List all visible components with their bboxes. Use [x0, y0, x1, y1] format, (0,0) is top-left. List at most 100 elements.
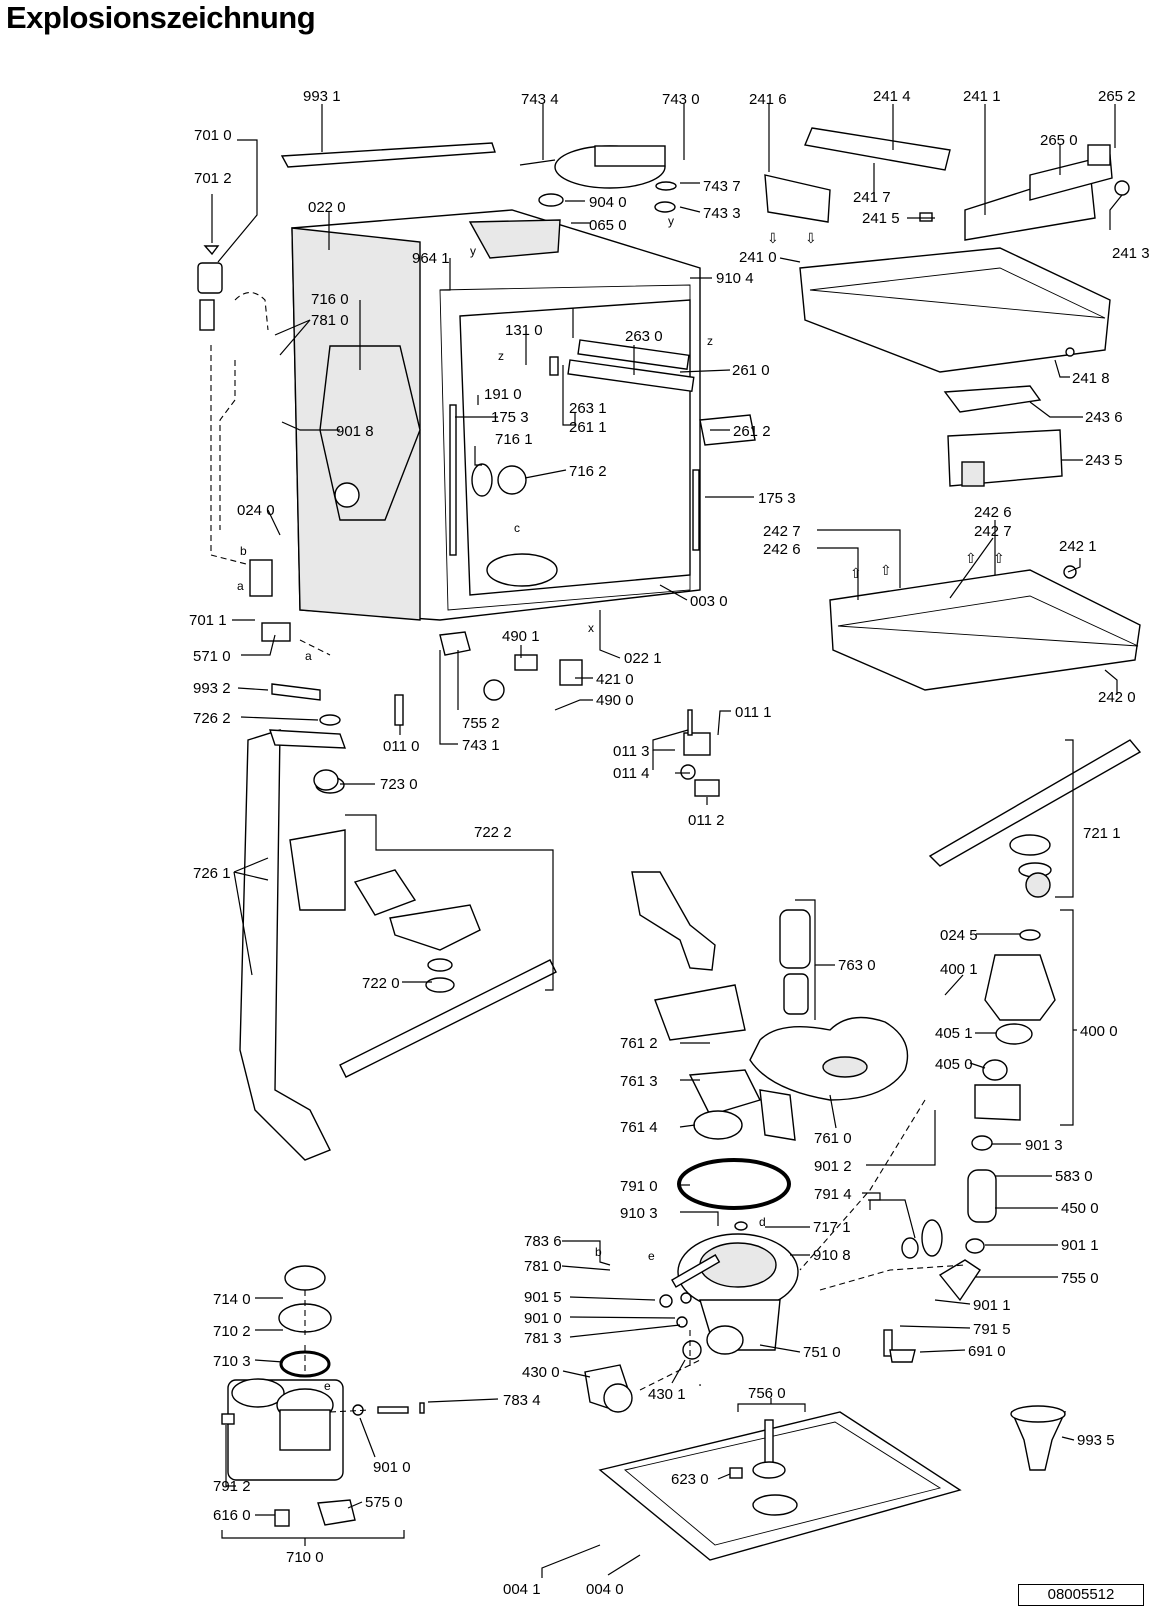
assembly-letter-markers: b a a x c z z y y b e d e ⇩ ⇩ ⇧ ⇧ ⇧ ⇧ [237, 214, 1005, 1393]
callout-label: 993 1 [303, 88, 341, 105]
callout-label: 755 2 [462, 715, 500, 732]
callout-label: 004 0 [586, 1581, 624, 1598]
callout-label: 575 0 [365, 1494, 403, 1511]
callout-label: 242 7 [974, 523, 1012, 540]
callout-label: 241 4 [873, 88, 911, 105]
callout-label: 993 5 [1077, 1432, 1115, 1449]
callout-label: 571 0 [193, 648, 231, 665]
callout-label: 131 0 [505, 322, 543, 339]
callout-label: 242 6 [763, 541, 801, 558]
callout-label: 022 0 [308, 199, 346, 216]
assembly-guide-lines [210, 291, 966, 1413]
callout-label: 791 5 [973, 1321, 1011, 1338]
callout-label: 901 8 [336, 423, 374, 440]
svg-text:⇧: ⇧ [850, 565, 862, 581]
callout-label: 781 0 [311, 312, 349, 329]
callout-label: 011 1 [735, 704, 771, 721]
callout-label: 191 0 [484, 386, 522, 403]
callout-label: 726 2 [193, 710, 231, 727]
callout-label: 722 2 [474, 824, 512, 841]
callout-label: 781 3 [524, 1330, 562, 1347]
callout-label: 910 3 [620, 1205, 658, 1222]
callout-label: 743 7 [703, 178, 741, 195]
svg-text:⇧: ⇧ [993, 550, 1005, 566]
callout-label: 430 0 [522, 1364, 560, 1381]
svg-text:z: z [498, 349, 504, 363]
svg-text:⇧: ⇧ [965, 550, 977, 566]
svg-text:y: y [470, 244, 476, 258]
callout-label: 763 0 [838, 957, 876, 974]
callout-label: 242 6 [974, 504, 1012, 521]
callout-label: 242 7 [763, 523, 801, 540]
callout-label: 024 5 [940, 927, 978, 944]
callout-label: 241 0 [739, 249, 777, 266]
callout-label: 901 3 [1025, 1137, 1063, 1154]
callout-label: 783 4 [503, 1392, 541, 1409]
callout-label: 791 4 [814, 1186, 852, 1203]
svg-text:⇩: ⇩ [767, 230, 779, 246]
callout-label: 722 0 [362, 975, 400, 992]
callout-label: 691 0 [968, 1343, 1006, 1360]
callout-label: 400 0 [1080, 1023, 1118, 1040]
page-title: Explosionszeichnung [6, 0, 316, 35]
callout-label: 743 3 [703, 205, 741, 222]
callout-label: 004 1 [503, 1581, 541, 1598]
callout-label: 175 3 [491, 409, 529, 426]
callout-label: 743 4 [521, 91, 559, 108]
parts-illustration [197, 127, 1142, 1561]
svg-text:⇧: ⇧ [880, 562, 892, 578]
callout-label: 993 2 [193, 680, 231, 697]
callout-label: 243 5 [1085, 452, 1123, 469]
svg-text:a: a [237, 579, 244, 593]
callout-label: 756 0 [748, 1385, 786, 1402]
svg-text:e: e [648, 1249, 655, 1263]
svg-text:e: e [324, 1379, 331, 1393]
callout-label: 583 0 [1055, 1168, 1093, 1185]
callout-label: 421 0 [596, 671, 634, 688]
callout-label: 717 1 [813, 1219, 851, 1236]
callout-label: 011 4 [613, 765, 649, 782]
callout-label: 761 0 [814, 1130, 852, 1147]
callout-label: 011 2 [688, 812, 724, 829]
callout-label: 721 1 [1083, 825, 1121, 842]
callout-label: 710 0 [286, 1549, 324, 1566]
callout-label: 755 0 [1061, 1270, 1099, 1287]
callout-label: 716 1 [495, 431, 533, 448]
callout-label: 405 1 [935, 1025, 973, 1042]
callout-label: 901 5 [524, 1289, 562, 1306]
callout-label: 743 1 [462, 737, 500, 754]
callout-label: 761 2 [620, 1035, 658, 1052]
callout-label: 405 0 [935, 1056, 973, 1073]
callout-label: 616 0 [213, 1507, 251, 1524]
svg-text:b: b [240, 544, 247, 558]
callout-label: 490 0 [596, 692, 634, 709]
callout-label: 261 2 [733, 423, 771, 440]
callout-label: 263 1 [569, 400, 607, 417]
callout-label: 910 4 [716, 270, 754, 287]
callout-label: 242 0 [1098, 689, 1136, 706]
callout-label: 901 2 [814, 1158, 852, 1175]
callout-label: 261 1 [569, 419, 607, 436]
callout-label: 710 2 [213, 1323, 251, 1340]
callout-label: 261 0 [732, 362, 770, 379]
callout-label: 243 6 [1085, 409, 1123, 426]
callout-label: 904 0 [589, 194, 627, 211]
svg-text:c: c [514, 521, 520, 535]
callout-label: 450 0 [1061, 1200, 1099, 1217]
callout-label: 241 7 [853, 189, 891, 206]
callout-label: 241 3 [1112, 245, 1150, 262]
svg-text:b: b [595, 1245, 602, 1259]
callout-label: 701 1 [189, 612, 227, 629]
callout-label: 623 0 [671, 1471, 709, 1488]
callout-label: 263 0 [625, 328, 663, 345]
callout-label: 241 8 [1072, 370, 1110, 387]
svg-text:d: d [759, 1215, 766, 1229]
callout-label: 901 0 [373, 1459, 411, 1476]
callout-label: 901 1 [1061, 1237, 1099, 1254]
svg-text:a: a [305, 649, 312, 663]
callout-label: 011 3 [613, 743, 649, 760]
callout-label: 761 4 [620, 1119, 658, 1136]
callout-label: 011 0 [383, 738, 419, 755]
callout-label: 743 0 [662, 91, 700, 108]
